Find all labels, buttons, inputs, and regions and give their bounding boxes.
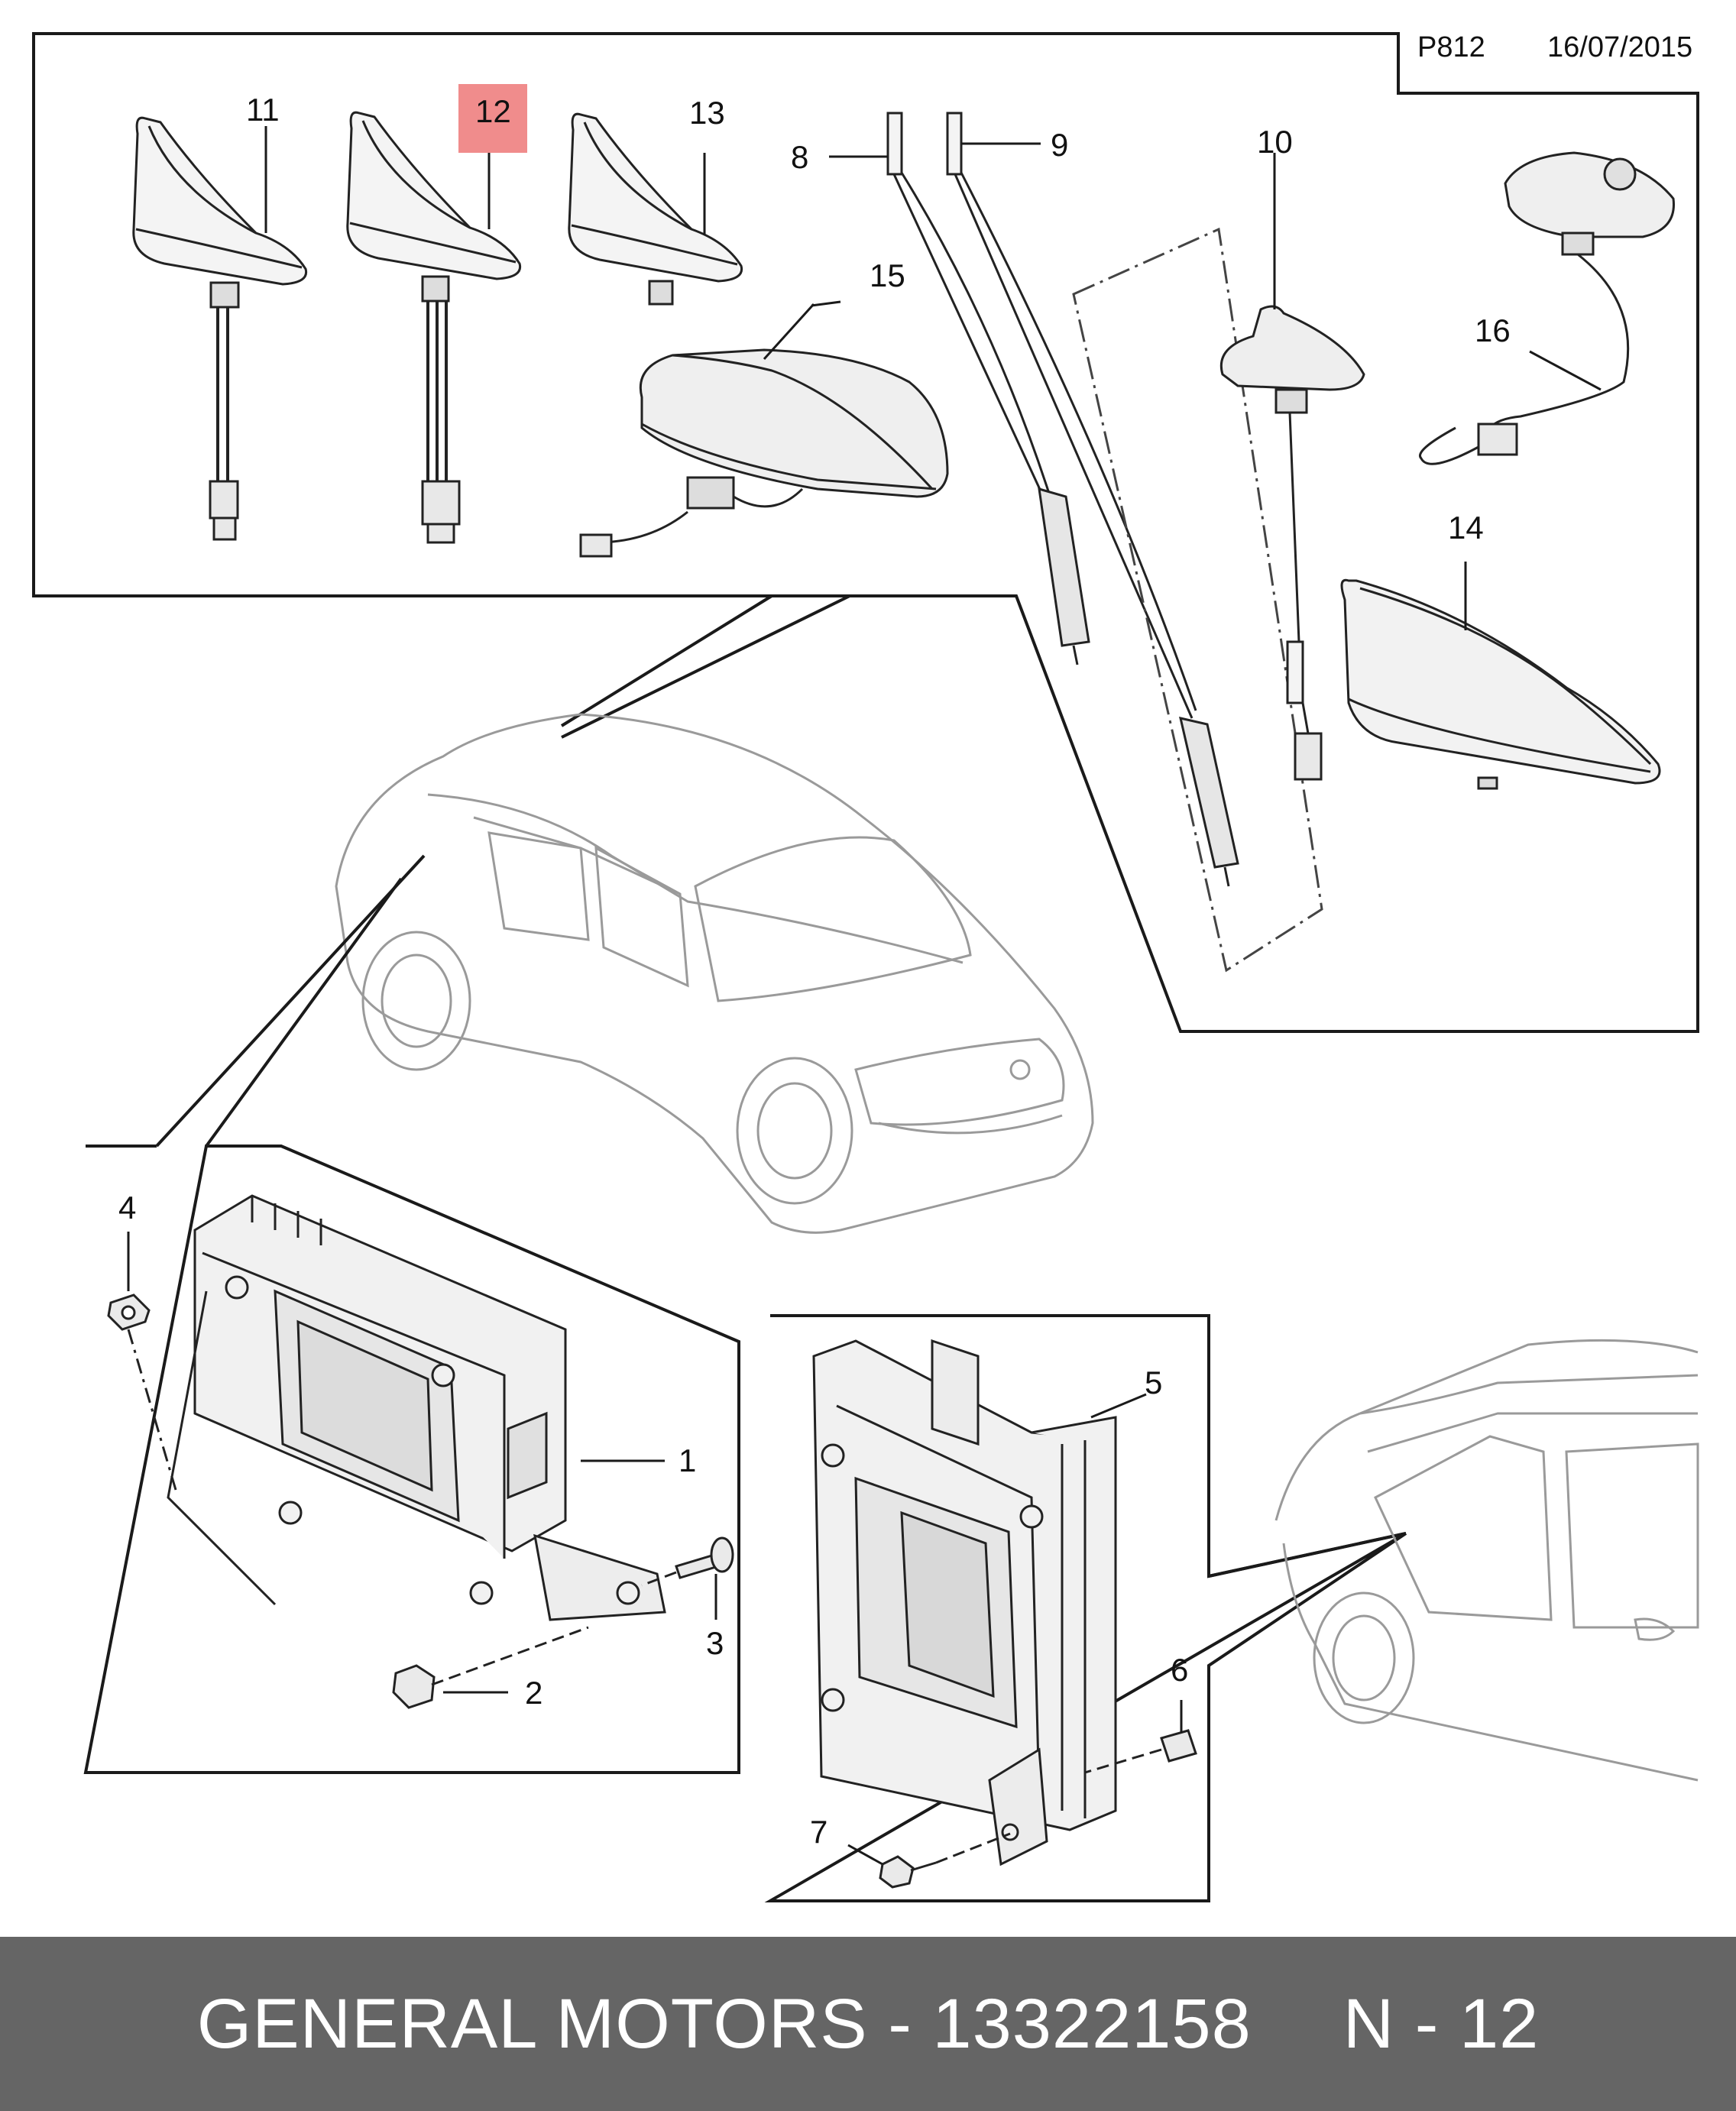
callout-2: 2 [525,1675,542,1711]
antenna-base-10 [1220,305,1365,781]
footer-title: GENERAL MOTORS - 13322158 [196,1984,1252,2063]
callout-14: 14 [1448,510,1484,546]
callout-12: 12 [475,93,511,129]
shark-fin-antenna-14 [1340,578,1661,790]
clip-2 [392,1626,589,1709]
rod-antenna-8 [886,112,1090,665]
bolt-3 [641,1536,734,1587]
shark-fin-antenna-12 [346,111,522,544]
callout-3: 3 [706,1625,724,1661]
callout-5: 5 [1145,1365,1162,1400]
callout-10: 10 [1257,124,1293,160]
antenna-panel-frame [32,32,1699,1033]
dashed-bracket [1072,227,1323,973]
callout-8: 8 [791,139,808,175]
nut-4 [107,1293,177,1491]
callout-6: 6 [1171,1652,1188,1688]
callout-16: 16 [1475,312,1511,348]
footer-bar: GENERAL MOTORS - 13322158 N - 12 [0,1937,1736,2111]
callout-15: 15 [870,257,905,293]
rod-antenna-9 [946,112,1239,887]
bolt-7 [879,1832,1011,1889]
parts-diagram: P812 16/07/2015 11 12 13 [32,31,1699,1902]
antenna-16 [1419,151,1675,465]
shark-fin-antenna-13 [568,112,743,306]
callout-1: 1 [679,1442,696,1478]
callout-7: 7 [810,1814,828,1850]
car-estate [1274,1339,1699,1782]
highlight-12 [458,84,527,153]
antenna-module-15 [579,348,949,558]
shark-fin-antenna-11 [132,116,308,541]
callout-9: 9 [1051,127,1068,163]
radio-module-1 [167,1194,666,1621]
car-hatchback [335,713,1094,1234]
clip-6 [1084,1729,1197,1774]
radio-module-5 [812,1339,1117,1867]
callout-4: 4 [118,1190,136,1225]
print-date: 16/07/2015 [1547,31,1692,63]
callout-13: 13 [689,95,725,131]
module-panel-frame-left [83,1145,740,1774]
callout-11: 11 [246,92,280,128]
page-code: P812 [1417,31,1485,63]
footer-ref: N - 12 [1342,1984,1540,2063]
